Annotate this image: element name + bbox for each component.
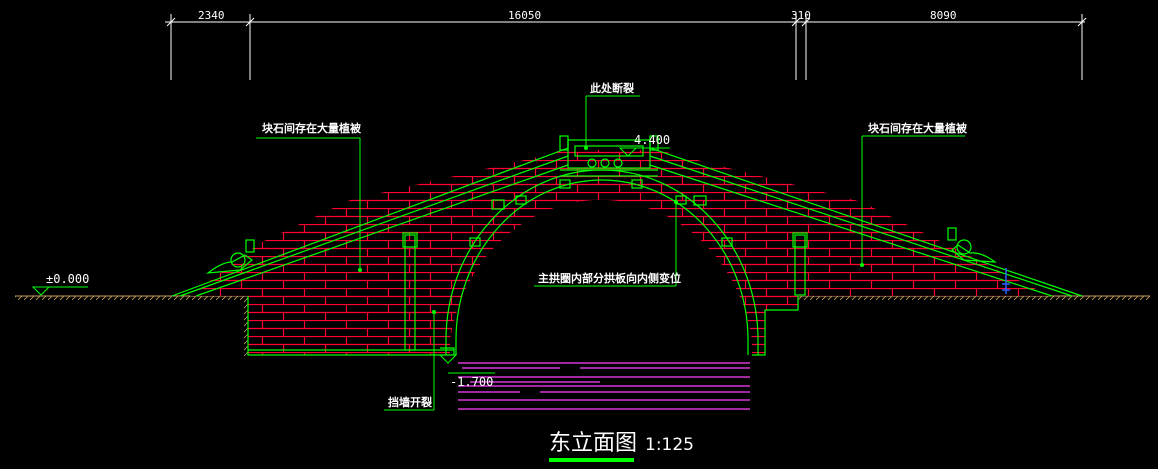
note-plants-left: 块石间存在大量植被 (262, 121, 362, 135)
note-fracture: 此处断裂 (590, 81, 634, 95)
elevation-markers (31, 147, 670, 374)
water-lines (458, 362, 750, 410)
leader-lines (256, 95, 965, 411)
bridge-outline (171, 135, 1083, 356)
top-elevation: 4.400 (634, 133, 670, 147)
note-arch-deformation: 主拱圈内部分拱板向内侧变位 (538, 271, 681, 285)
title-underline (549, 458, 634, 462)
leader-dots (358, 146, 864, 314)
note-wall-crack: 挡墙开裂 (388, 395, 432, 409)
dimension-label: 8090 (930, 9, 957, 22)
ground-line (15, 295, 1150, 356)
ground-elevation: ±0.000 (46, 272, 89, 286)
dimension-label: 310 (791, 9, 811, 22)
drawing-title: 东立面图 (549, 431, 637, 456)
dimension-label: 2340 (198, 9, 225, 22)
water-elevation: -1.700 (450, 375, 493, 389)
drawing-scale: 1:125 (645, 435, 694, 455)
survey-marker (1002, 268, 1010, 294)
dimension-label: 16050 (508, 9, 541, 22)
note-plants-right: 块石间存在大量植被 (868, 121, 968, 135)
dimension-chain (165, 14, 1087, 80)
